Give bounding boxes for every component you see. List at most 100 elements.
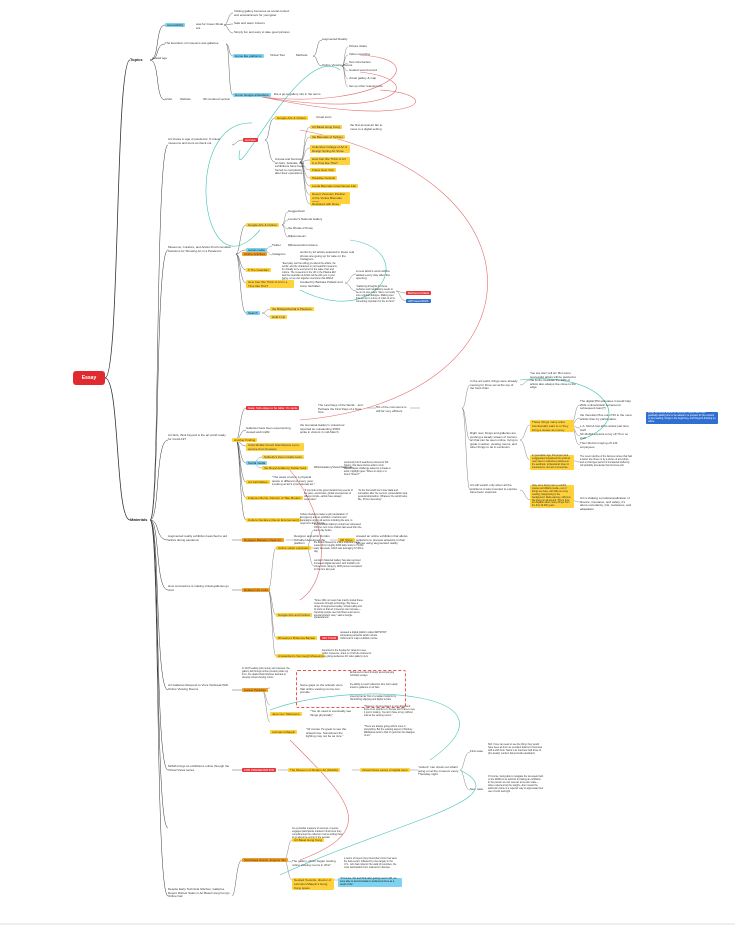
q6-jane-q: "You do need to eventually see things ph… <box>310 709 352 717</box>
q7-second-note: Of course, being able to navigate the tw… <box>488 775 544 793</box>
q2-search-item-0[interactable]: the Bridges/Social & Pleasure <box>270 307 314 311</box>
online-item-1: Picture slides <box>349 44 367 48</box>
q8-artbasel-note: As a possible measure of success, it see… <box>292 827 343 839</box>
q3-social-item-1[interactable]: the Royal Academy Twitter feed <box>262 466 309 470</box>
q4-ar-note: created an online exhibition that allows… <box>356 534 408 546</box>
q7-title[interactable]: MoMA brings its exhibitions online throu… <box>168 764 230 772</box>
q6-lisa-q2: "There are always going artist's ones in… <box>364 725 415 737</box>
right-block-4: The digital Phil estimates it would help… <box>580 399 631 411</box>
q6-gaps-item-1: the ability to reach collectors who can'… <box>350 683 398 689</box>
q6-jane-q2: "However, documentation is now digital a… <box>364 705 415 717</box>
q7-moma-note[interactable]: Virtual Views series of digital tours <box>360 768 410 772</box>
q1-list-4[interactable]: Frieze New York <box>310 168 336 172</box>
q6-title[interactable]: Art Galleries Respond to Virus Outbreak … <box>168 683 229 691</box>
q1-list-0[interactable]: Art Basel Hong Kong <box>310 125 343 129</box>
right-block-11: Art will vanish only when all the proble… <box>470 483 518 495</box>
q1-list-5[interactable]: Paradise Festival <box>310 176 338 180</box>
q2-search[interactable]: Search <box>246 311 260 315</box>
q3-title[interactable]: Art fairs, think beyond is the art world… <box>168 433 226 441</box>
q2-artpaper[interactable]: ARTnews/DIVA <box>406 299 431 303</box>
q6-gaps-item-2: lowering barrier first of a radiant foot… <box>350 695 397 701</box>
q6-lisa[interactable]: Lehmann Maupin <box>270 730 298 734</box>
q8-gallery: The gallery, which began hosting online … <box>292 859 336 867</box>
q2-social-twitter: Twitter <box>272 243 281 247</box>
q5-tag[interactable]: Related Info Links <box>242 588 271 592</box>
q3-artblk-note: "The week of art in a physical space is … <box>272 475 315 487</box>
q6-jane[interactable]: Jane Cox Tollenacco <box>270 712 302 716</box>
q3-artistnet[interactable]: Artist Mobile Crowd Glendiscuss a pro-su… <box>246 443 304 451</box>
q2-insta-note: works by 22 artists selected in these re… <box>300 250 355 262</box>
q5-a[interactable]: Online visitor explosion <box>276 546 311 550</box>
q8-tag[interactable]: Shortlisted Grants, Itingirne Tan <box>242 858 288 862</box>
q8-title[interactable]: Despite Early Technical Glitches, Galler… <box>168 887 230 899</box>
q3-sun-note: 5% of the commerce is still far very eff… <box>376 405 407 413</box>
q5-b-note: "Since 2011 our team has mainly visited … <box>314 599 363 620</box>
right-block-1: You are don't tell art. But some success… <box>530 371 577 390</box>
accessibility-node[interactable]: Accessibility <box>165 23 186 27</box>
q5-title[interactable]: How coronavirus is making virtual galler… <box>168 584 229 592</box>
q7-moma[interactable]: The Museum of Modern Art (MoMA) <box>288 768 340 772</box>
right-block-3[interactable]: These things many artist intentionally w… <box>530 420 574 432</box>
artist-3d: 3D rendered version <box>203 97 231 101</box>
q5-c-tag[interactable]: 360 TOUR <box>320 636 339 640</box>
q8-quote[interactable]: "Of course, this and think after getting… <box>338 877 402 887</box>
q5-b[interactable]: Google Arts and Culture <box>276 613 313 617</box>
right-block-5: the Venetian Plus out of 50 to the more … <box>580 413 632 421</box>
q3-social[interactable]: Social media <box>246 461 268 465</box>
right-block-9[interactable]: In generation ago, this project and exag… <box>530 454 574 470</box>
q6-lisa-q: "Of course it's great to see the artwork… <box>306 727 347 739</box>
root-node[interactable]: Essay <box>73 371 105 385</box>
q5-c[interactable]: Rhosane's Britannia Bazaar <box>276 636 318 640</box>
q6-gaps-item-0: Enhanced content through accompanying sc… <box>350 671 395 677</box>
q4-tag[interactable]: Designer Bartalom Desk Co. <box>242 538 285 542</box>
q1-google-note: virtual tours <box>316 115 332 119</box>
home-platforms-node[interactable]: Home like platforms <box>233 54 264 58</box>
right-block-12[interactable]: Now, art is being more to exhibit spaces… <box>530 484 574 509</box>
q2-quote-tag[interactable]: 6 The Guardian <box>246 268 271 272</box>
q2-barbara[interactable]: Barbara Pollack <box>406 291 432 295</box>
q1-tag[interactable]: sources <box>243 138 258 142</box>
online-viewing-rooms: Online Viewing Rooms <box>322 63 353 67</box>
artist-node[interactable]: Artist <box>165 97 172 101</box>
q2-google[interactable]: Google Arts & Culture <box>246 223 280 227</box>
q2-howcan-note: Created by Barbara Pollack and Anne Verh… <box>300 280 343 288</box>
q5-d[interactable]: Amsterdam's Van Gogh Museum <box>276 654 324 658</box>
q3-artblk[interactable]: Art Fall Market <box>246 480 270 484</box>
q6-tag[interactable]: Gaiwei Paradise <box>242 688 268 692</box>
materials-node[interactable]: Materials <box>130 517 148 522</box>
online-item-5: virtual gallery & map <box>349 76 377 80</box>
right-block-8: Then MoCA is laying off 142 employees <box>580 441 618 449</box>
topics-node[interactable]: Topics <box>130 57 143 62</box>
q4-title[interactable]: Augmented reality exhibition launched to… <box>168 534 227 542</box>
q3-culture[interactable]: Culture Declares (Glenn Environment) <box>246 518 301 522</box>
q1-list-8[interactable]: Reshared with Ross <box>310 202 341 206</box>
q2-howcan[interactable]: How Can We Think of Art in a Time like T… <box>246 280 294 288</box>
q3-sun[interactable]: Gaia, Sub-stage to be taller, I'm quite <box>246 406 300 410</box>
q3-tag[interactable]: Another Finding <box>232 438 258 442</box>
q2-search-item-1[interactable]: Hold it Up <box>270 315 288 319</box>
q5-a-item-2: London's National Gallery has also repor… <box>314 559 362 571</box>
q1-title[interactable]: Art shows in age of pandemic: If virtual… <box>168 137 220 145</box>
far-right-box[interactable]: essay workshop academic subfolder, cases… <box>646 411 718 424</box>
q7-tag[interactable]: FOR PRESENTATION <box>242 768 277 772</box>
right-block-6: L.A. MoCA lost all its artists part time… <box>580 424 629 432</box>
q1-list-6[interactable]: Leeds Biennale Greenhouse Fair <box>310 184 359 188</box>
q2-title[interactable]: Museums, Curators, and Artists Find Inno… <box>168 245 232 253</box>
q1-google[interactable]: Google Arts & Culture <box>275 116 309 120</box>
artist-website: Website <box>180 97 191 101</box>
tech-node[interactable]: The Evolution of museums and galleries <box>165 41 219 45</box>
q8-artbasel[interactable]: Art Basel Hong Kong <box>292 838 325 842</box>
q2-social[interactable]: social media <box>246 248 267 252</box>
q3-frances[interactable]: Frances Morris, Director of Tate Modern <box>246 496 303 500</box>
q4-ar[interactable]: AR Show <box>338 538 355 542</box>
q1-list-2[interactable]: Columbus College of Art & Design Spring … <box>310 145 350 153</box>
q8-quote-tag[interactable]: Nestled Towards, director of Lehmann Mau… <box>292 878 334 890</box>
q1-list-1[interactable]: the Biennale of Sydney <box>310 135 345 139</box>
q1-list-3[interactable]: How Can We Think of Art in a Time like T… <box>310 157 350 165</box>
q3-social-item-0[interactable]: Sotheby's Zoom studio tours <box>262 455 304 459</box>
q5-c-note: released a digital platform called ARTSH… <box>340 631 387 640</box>
home-google-node[interactable]: Home Google art&culture <box>233 93 271 97</box>
q2-tag[interactable]: Online Activities <box>242 252 268 256</box>
right-block-7: SF MoMA expects to lay off 79 or so staf… <box>580 432 629 440</box>
